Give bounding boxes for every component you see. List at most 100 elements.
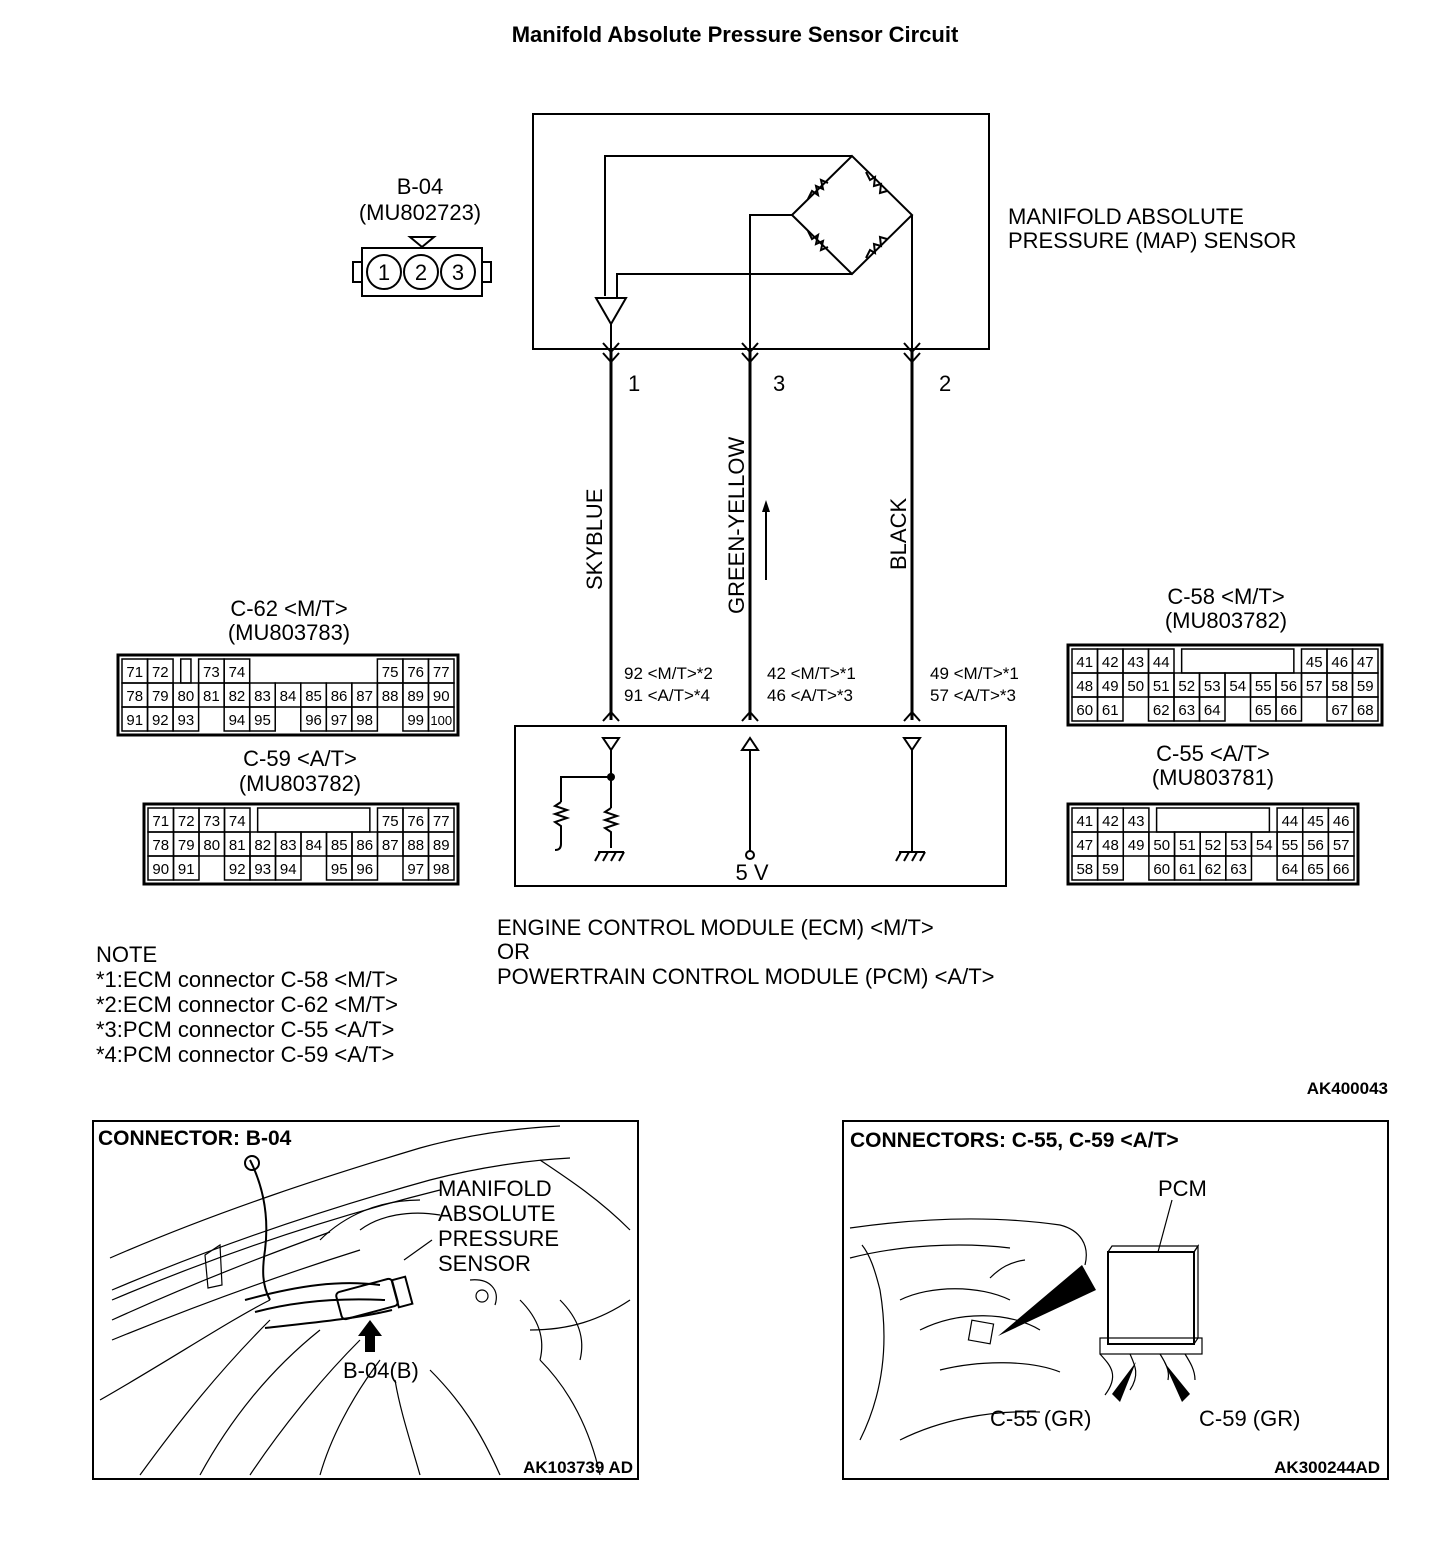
pin-number: 84: [305, 837, 322, 854]
pin-number: 92: [229, 861, 246, 878]
pin-number: 98: [356, 712, 373, 729]
pin-number: 58: [1076, 861, 1093, 878]
c59-id: C-59 <A/T>: [243, 746, 357, 771]
pin-number: 65: [1307, 861, 1324, 878]
pin-number: 88: [407, 837, 424, 854]
note-item: *2:ECM connector C-62 <M/T>: [96, 992, 398, 1017]
pin-cell: [172, 706, 200, 732]
pin-number: 80: [203, 837, 220, 854]
pin-number: 54: [1229, 678, 1246, 695]
pin-number: 81: [203, 688, 220, 705]
pin-number: 93: [254, 861, 271, 878]
b04-connector-part: (MU802723): [359, 200, 481, 225]
ecm-pin-label-b2: 46 <A/T>*3: [767, 686, 853, 705]
pin-number: 81: [229, 837, 246, 854]
pin-cell: [1327, 855, 1355, 881]
connector-outline: [1066, 802, 1360, 886]
pin-number: 91: [178, 861, 195, 878]
pin-number: 42: [1102, 654, 1119, 671]
pin-number: 83: [254, 688, 271, 705]
pin-number: 50: [1127, 678, 1144, 695]
pin-cell: [1275, 696, 1303, 722]
pin-cell: [427, 855, 455, 881]
pin-number: 72: [152, 664, 169, 681]
pin-number: 41: [1076, 813, 1093, 830]
connector-key-block: [179, 658, 192, 684]
pin-number: 86: [356, 837, 373, 854]
pin-number: 95: [254, 712, 271, 729]
pin-number: 46: [1331, 654, 1348, 671]
pin-number: 79: [178, 837, 195, 854]
pin-number: 53: [1230, 837, 1247, 854]
b04-connector-id: B-04: [397, 174, 443, 199]
pin-number: 41: [1076, 654, 1093, 671]
wire-color-black: BLACK: [886, 498, 911, 570]
pin-number: 68: [1357, 702, 1374, 719]
panel-right-code: AK300244AD: [1274, 1458, 1380, 1477]
sensor-label-line2: PRESSURE (MAP) SENSOR: [1008, 228, 1297, 253]
pin-number: 100: [430, 713, 452, 728]
pin-number: 56: [1280, 678, 1297, 695]
pin-number: 62: [1205, 861, 1222, 878]
page-title: Manifold Absolute Pressure Sensor Circui…: [512, 22, 959, 47]
connector-key-block: [1155, 807, 1271, 833]
pin-number: 91: [126, 712, 143, 729]
pin-cell: [1096, 855, 1125, 881]
panel-left-code: AK103739 AD: [523, 1458, 633, 1477]
pin-number: 89: [433, 837, 450, 854]
pin-number: 51: [1179, 837, 1196, 854]
wire-harness: [602, 342, 921, 722]
pin-cell: [1198, 696, 1226, 722]
wire-color-green-yellow: GREEN-YELLOW: [724, 437, 749, 614]
wire-pin-1: 1: [628, 371, 640, 396]
ecm-label-line1: ENGINE CONTROL MODULE (ECM) <M/T>: [497, 915, 934, 940]
pin-number: 94: [229, 712, 246, 729]
pin-cell: [248, 706, 276, 732]
pin-cell: [351, 706, 379, 732]
map-sensor: [532, 113, 990, 350]
engine-bay-sketch: [99, 1125, 631, 1476]
pin-number: 44: [1282, 813, 1299, 830]
pin-number: 49: [1128, 837, 1145, 854]
pin-number: 87: [356, 688, 373, 705]
pin-cell: [274, 855, 302, 881]
pin-number: 80: [178, 688, 195, 705]
pin-number: 42: [1102, 813, 1119, 830]
panel-left-label-line: MANIFOLD: [438, 1176, 552, 1201]
pin-number: 95: [331, 861, 348, 878]
pin-number: 64: [1282, 861, 1299, 878]
pin-number: 50: [1153, 837, 1170, 854]
sensor-label-line1: MANIFOLD ABSOLUTE: [1008, 204, 1244, 229]
diagram-code: AK400043: [1307, 1079, 1388, 1098]
connector-outline: [116, 653, 460, 737]
pin-number: 44: [1153, 654, 1170, 671]
pin-number: 52: [1178, 678, 1195, 695]
b04-connector-face: B-04 (MU802723) 1 2 3: [352, 174, 492, 297]
c58-part: (MU803782): [1165, 608, 1287, 633]
b04-pin-3: 3: [452, 260, 464, 285]
b04-pin-2: 2: [415, 260, 427, 285]
wire-pin-3: 3: [773, 371, 785, 396]
pin-number: 86: [331, 688, 348, 705]
pin-number: 76: [407, 664, 424, 681]
pin-number: 66: [1280, 702, 1297, 719]
pin-number: 92: [152, 712, 169, 729]
pin-cell: [1351, 696, 1379, 722]
pin-number: 57: [1333, 837, 1350, 854]
pin-number: 73: [203, 813, 220, 830]
pin-number: 85: [331, 837, 348, 854]
pin-number: 85: [305, 688, 322, 705]
c55-part: (MU803781): [1152, 765, 1274, 790]
pin-number: 63: [1230, 861, 1247, 878]
pin-number: 82: [229, 688, 246, 705]
pin-number: 55: [1255, 678, 1272, 695]
connector-key-block: [1180, 648, 1295, 674]
pin-number: 79: [152, 688, 169, 705]
wire-color-skyblue: SKYBLUE: [582, 489, 607, 591]
pin-number: 67: [1331, 702, 1348, 719]
pin-number: 52: [1205, 837, 1222, 854]
pin-number: 71: [126, 664, 143, 681]
